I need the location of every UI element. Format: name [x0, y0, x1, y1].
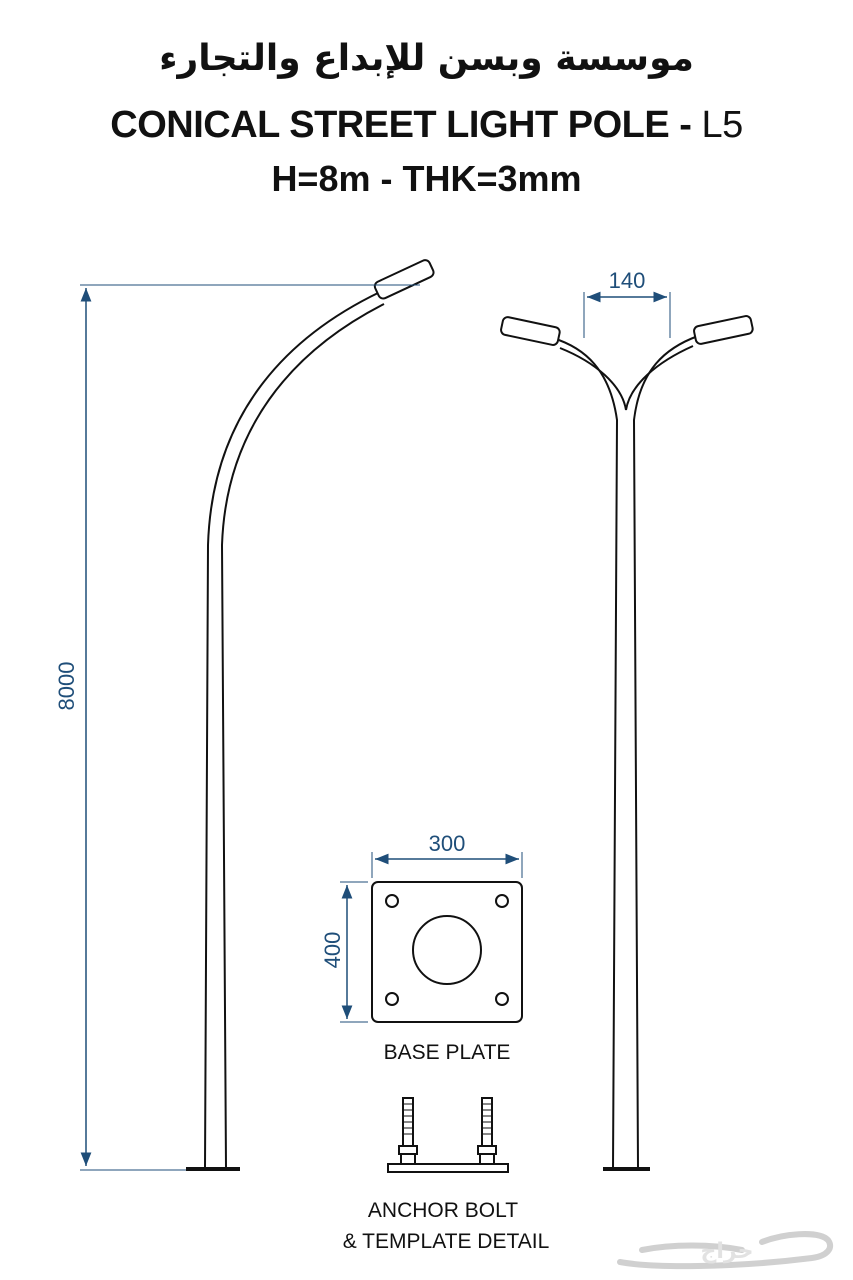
anchor-bolt-label-line2: & TEMPLATE DETAIL [343, 1230, 550, 1253]
base-width-value: 300 [429, 831, 466, 856]
double-pole-right-edge [632, 335, 699, 1169]
anchor-template-plate [387, 1163, 509, 1173]
company-name-arabic: موسسة وبسن للإبداع والتجارء [159, 38, 694, 79]
watermark-text: حراج [701, 1239, 754, 1264]
drawing-title-main: CONICAL STREET LIGHT POLE - [110, 104, 702, 146]
arm-spacing-dimension: 140 [583, 268, 671, 338]
bolt-hole-bottom-right [495, 992, 509, 1006]
single-arm-pole [186, 259, 435, 1171]
anchor-bolt-left [398, 1097, 418, 1165]
base-height-value: 400 [320, 932, 345, 969]
double-pole-left-edge [552, 337, 619, 1169]
base-plate-detail: 300 400 BASE PLATE [320, 831, 523, 1064]
bolt-hole-top-left [385, 894, 399, 908]
drawing-specs: H=8m - THK=3mm [271, 158, 582, 199]
single-luminaire-icon [373, 259, 435, 300]
height-dimension: 8000 [54, 284, 420, 1171]
single-pole-inner-edge [220, 303, 385, 1169]
anchor-bolt-label-line1: ANCHOR BOLT [368, 1199, 518, 1222]
drawing-title: CONICAL STREET LIGHT POLE - L5 [0, 104, 853, 147]
bolt-hole-top-right [495, 894, 509, 908]
double-arm-pole [500, 315, 754, 1171]
double-pole-crotch [559, 345, 694, 411]
single-pole-outer-edge [204, 291, 381, 1169]
anchor-bolt-right [477, 1097, 497, 1165]
base-plate-center-hole [412, 915, 482, 985]
anchor-bolt-detail [387, 1097, 509, 1173]
base-plate-label: BASE PLATE [384, 1041, 511, 1064]
model-code: L5 [701, 104, 743, 146]
pole-height-value: 8000 [54, 662, 79, 711]
haraj-watermark-logo: حراج [617, 1231, 834, 1270]
arm-spacing-value: 140 [609, 268, 646, 293]
bolt-hole-bottom-left [385, 992, 399, 1006]
left-luminaire-icon [500, 316, 561, 346]
right-luminaire-icon [693, 315, 754, 345]
